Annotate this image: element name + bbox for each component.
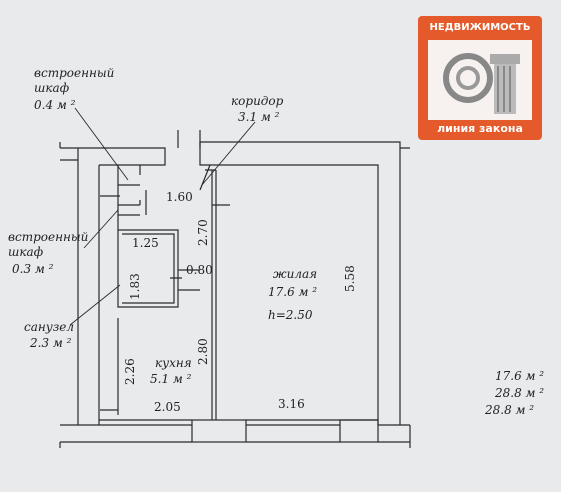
logo-bottom-text: линия закона	[437, 122, 523, 135]
total-living: 17.6 м ²	[495, 369, 545, 383]
dim-passage: 0.80	[186, 263, 213, 277]
total-area: 28.8 м ²	[485, 403, 535, 417]
corridor-area: 3.1 м ²	[238, 110, 280, 124]
dim-bath-width: 1.25	[132, 236, 159, 250]
brand-logo: НЕДВИЖИМОСТЬ линия закона	[418, 16, 542, 140]
closet1-area: 0.4 м ²	[34, 98, 76, 112]
dim-kitchen-side: 2.26	[123, 358, 137, 385]
bathroom-name: санузел	[24, 320, 75, 334]
dim-living-length: 5.58	[343, 265, 357, 292]
dim-corridor-width: 1.60	[166, 190, 193, 204]
corridor-name: коридор	[231, 94, 284, 108]
dim-living-width: 3.16	[278, 397, 305, 411]
total-useful: 28.8 м ²	[495, 386, 545, 400]
kitchen-name: кухня	[155, 356, 192, 370]
bathroom-area: 2.3 м ²	[30, 336, 72, 350]
closet2-area: 0.3 м ²	[12, 262, 54, 276]
dim-bath-height: 1.83	[128, 273, 142, 300]
dim-kitchen-width: 2.05	[154, 400, 181, 414]
kitchen-area: 5.1 м ²	[150, 372, 192, 386]
living-height: h=2.50	[268, 308, 313, 322]
dim-corridor-length: 2.70	[196, 219, 210, 246]
living-area: 17.6 м ²	[268, 285, 318, 299]
column-emblem-icon	[428, 40, 532, 120]
dim-kitchen-height: 2.80	[196, 338, 210, 365]
logo-top-text: НЕДВИЖИМОСТЬ	[429, 22, 531, 33]
living-name: жилая	[273, 267, 318, 281]
